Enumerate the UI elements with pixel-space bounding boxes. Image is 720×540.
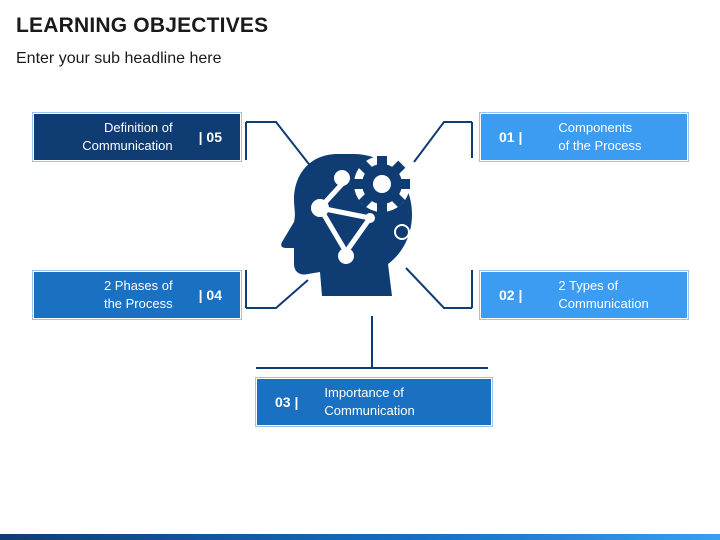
objective-04-label: 2 Phases of the Process: [103, 278, 173, 311]
objective-01-box[interactable]: 01 | Components of the Process: [479, 112, 689, 162]
objective-01-label: Components of the Process: [558, 120, 642, 153]
objective-05-box[interactable]: Definition of Communication | 05: [32, 112, 242, 162]
objective-01-number: 01 |: [499, 129, 523, 145]
connector-02: [405, 267, 472, 309]
objective-02-label: 2 Types of Communication: [558, 278, 649, 311]
node-top: [334, 170, 350, 186]
objective-02-number: 02 |: [499, 287, 523, 303]
objective-03-box[interactable]: 03 | Importance of Communication: [255, 377, 493, 427]
objective-02-box[interactable]: 02 | 2 Types of Communication: [479, 270, 689, 320]
footer-accent-bar: [0, 534, 720, 540]
head-with-gear-icon: [281, 154, 412, 296]
objective-04-box[interactable]: 2 Phases of the Process | 04: [32, 270, 242, 320]
connector-05: [246, 121, 313, 169]
connector-04: [246, 279, 309, 309]
page-title: LEARNING OBJECTIVES: [16, 14, 269, 37]
node-right: [394, 224, 410, 240]
connector-01: [413, 121, 472, 163]
objective-03-number: 03 |: [275, 394, 299, 410]
objective-03-label: Importance of Communication: [324, 385, 415, 418]
objective-04-number: | 04: [198, 287, 222, 303]
objective-05-number: | 05: [198, 129, 222, 145]
node-mid: [365, 213, 375, 223]
objective-05-label: Definition of Communication: [82, 120, 173, 153]
node-bottom: [338, 248, 354, 264]
page-subtitle: Enter your sub headline here: [16, 50, 222, 67]
node-left: [311, 199, 329, 217]
